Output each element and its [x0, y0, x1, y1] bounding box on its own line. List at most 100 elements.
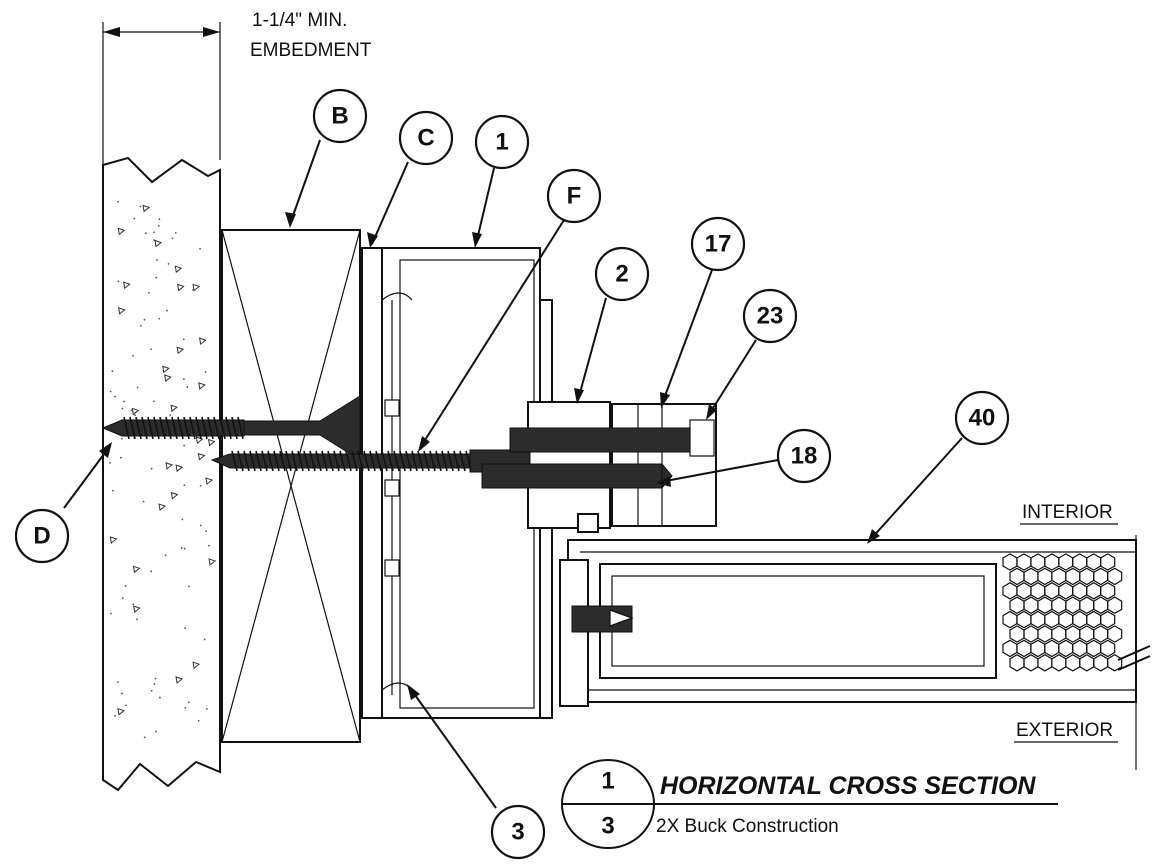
- screw-thread: [201, 416, 208, 440]
- side-labels: INTERIOR EXTERIOR: [1014, 502, 1118, 743]
- aggregate-speck: [192, 288, 194, 291]
- aggregate-speck: [117, 280, 120, 283]
- shim-strip: [361, 247, 383, 719]
- screw-thread: [441, 450, 448, 472]
- screw-thread: [189, 416, 196, 440]
- callout-3: 3: [490, 804, 546, 860]
- callout-17-label: 17: [705, 231, 732, 258]
- aggregate-mark: [142, 204, 151, 213]
- aggregate-speck: [186, 386, 189, 388]
- screw-thread: [129, 416, 136, 440]
- screw-thread: [231, 416, 238, 440]
- screw-thread: [393, 450, 400, 472]
- callout-D-label: D: [33, 523, 50, 550]
- aggregate-speck: [182, 338, 185, 341]
- screw-thread: [327, 450, 334, 472]
- aggregate-speck: [143, 736, 146, 739]
- screw-thread: [153, 416, 160, 440]
- aggregate-mark: [133, 605, 141, 614]
- aggregate-mark: [198, 337, 207, 346]
- honeycomb-cell: [1099, 582, 1116, 600]
- screw-thread: [159, 416, 166, 440]
- dimension-line2: EMBEDMENT: [250, 40, 372, 61]
- aggregate-speck: [153, 400, 155, 403]
- callout-B-label: B: [331, 103, 348, 130]
- callout-D: D: [14, 508, 70, 564]
- aggregate-speck: [142, 500, 145, 503]
- aggregate-speck: [150, 570, 153, 573]
- aggregate-mark: [192, 283, 201, 292]
- screw-thread: [381, 450, 388, 472]
- aggregate-speck: [164, 554, 167, 557]
- screw-thread: [435, 450, 442, 472]
- callout-1-label: 1: [495, 129, 508, 156]
- aggregate-mark: [174, 265, 183, 274]
- aggregate-mark: [132, 565, 141, 574]
- screw-thread: [339, 450, 346, 472]
- aggregate-speck: [169, 414, 172, 416]
- aggregate-mark: [175, 464, 184, 473]
- screw-thread: [165, 416, 172, 440]
- screw-thread: [213, 416, 220, 440]
- callout-18-label: 18: [791, 443, 818, 470]
- leader-lines: [63, 139, 963, 809]
- screw-thread: [447, 450, 454, 472]
- aggregate-speck: [158, 317, 161, 320]
- aggregate-speck: [174, 231, 177, 234]
- exterior-label: EXTERIOR: [1016, 720, 1113, 741]
- screw-thread: [255, 450, 262, 472]
- aggregate-mark: [177, 283, 185, 292]
- aggregate-speck: [125, 704, 127, 707]
- detail-number: 1: [601, 768, 614, 795]
- aggregate-speck: [158, 696, 161, 699]
- aggregate-speck: [150, 467, 153, 470]
- screw-thread: [309, 450, 316, 472]
- honeycomb-cell: [1099, 553, 1116, 571]
- panel-screw: [571, 605, 634, 633]
- callout-B: B: [312, 88, 368, 144]
- aggregate-mark: [176, 346, 185, 355]
- callout-18: 18: [776, 428, 832, 484]
- callout-17: 17: [690, 216, 746, 272]
- screw-thread: [405, 450, 412, 472]
- aggregate-speck: [130, 409, 133, 412]
- aggregate-mark: [117, 707, 125, 716]
- aggregate-speck: [109, 461, 111, 464]
- aggregate-speck: [153, 683, 156, 686]
- screw-17: [509, 427, 691, 453]
- screw-thread: [267, 450, 274, 472]
- aggregate-speck: [116, 681, 119, 684]
- aggregate-mark: [109, 536, 118, 544]
- aggregate-speck: [199, 524, 202, 527]
- callout-3-label: 3: [511, 819, 524, 846]
- aggregate-speck: [132, 603, 135, 606]
- aggregate-speck: [117, 200, 120, 203]
- concrete-wall: [102, 156, 221, 792]
- aggregate-speck: [133, 217, 136, 220]
- embedment-dimension: 1-1/4" MIN. EMBEDMENT: [102, 10, 372, 165]
- aggregate-speck: [109, 390, 112, 393]
- screw-thread: [423, 450, 430, 472]
- aggregate-mark: [170, 404, 179, 413]
- aggregate-speck: [205, 708, 208, 710]
- aggregate-mark: [208, 558, 217, 566]
- aggregate-mark: [117, 307, 126, 315]
- callout-23: 23: [742, 288, 798, 344]
- aggregate-speck: [155, 276, 158, 279]
- aggregate-speck: [147, 292, 150, 294]
- aggregate-speck: [121, 437, 123, 440]
- detail-subtitle: 2X Buck Construction: [656, 816, 839, 837]
- screw-thread: [453, 450, 460, 472]
- aggregate-speck: [114, 395, 117, 398]
- screw-D: [101, 395, 361, 461]
- aggregate-speck: [188, 585, 190, 588]
- aggregate-speck: [153, 231, 155, 234]
- aggregate-mark: [117, 227, 126, 236]
- aggregate-speck: [145, 232, 147, 235]
- screw-thread: [363, 450, 370, 472]
- interior-label: INTERIOR: [1022, 502, 1113, 523]
- screw-thread: [399, 450, 406, 472]
- aggregate-speck: [121, 407, 124, 410]
- aggregate-mark: [170, 491, 179, 500]
- screw-thread: [279, 450, 286, 472]
